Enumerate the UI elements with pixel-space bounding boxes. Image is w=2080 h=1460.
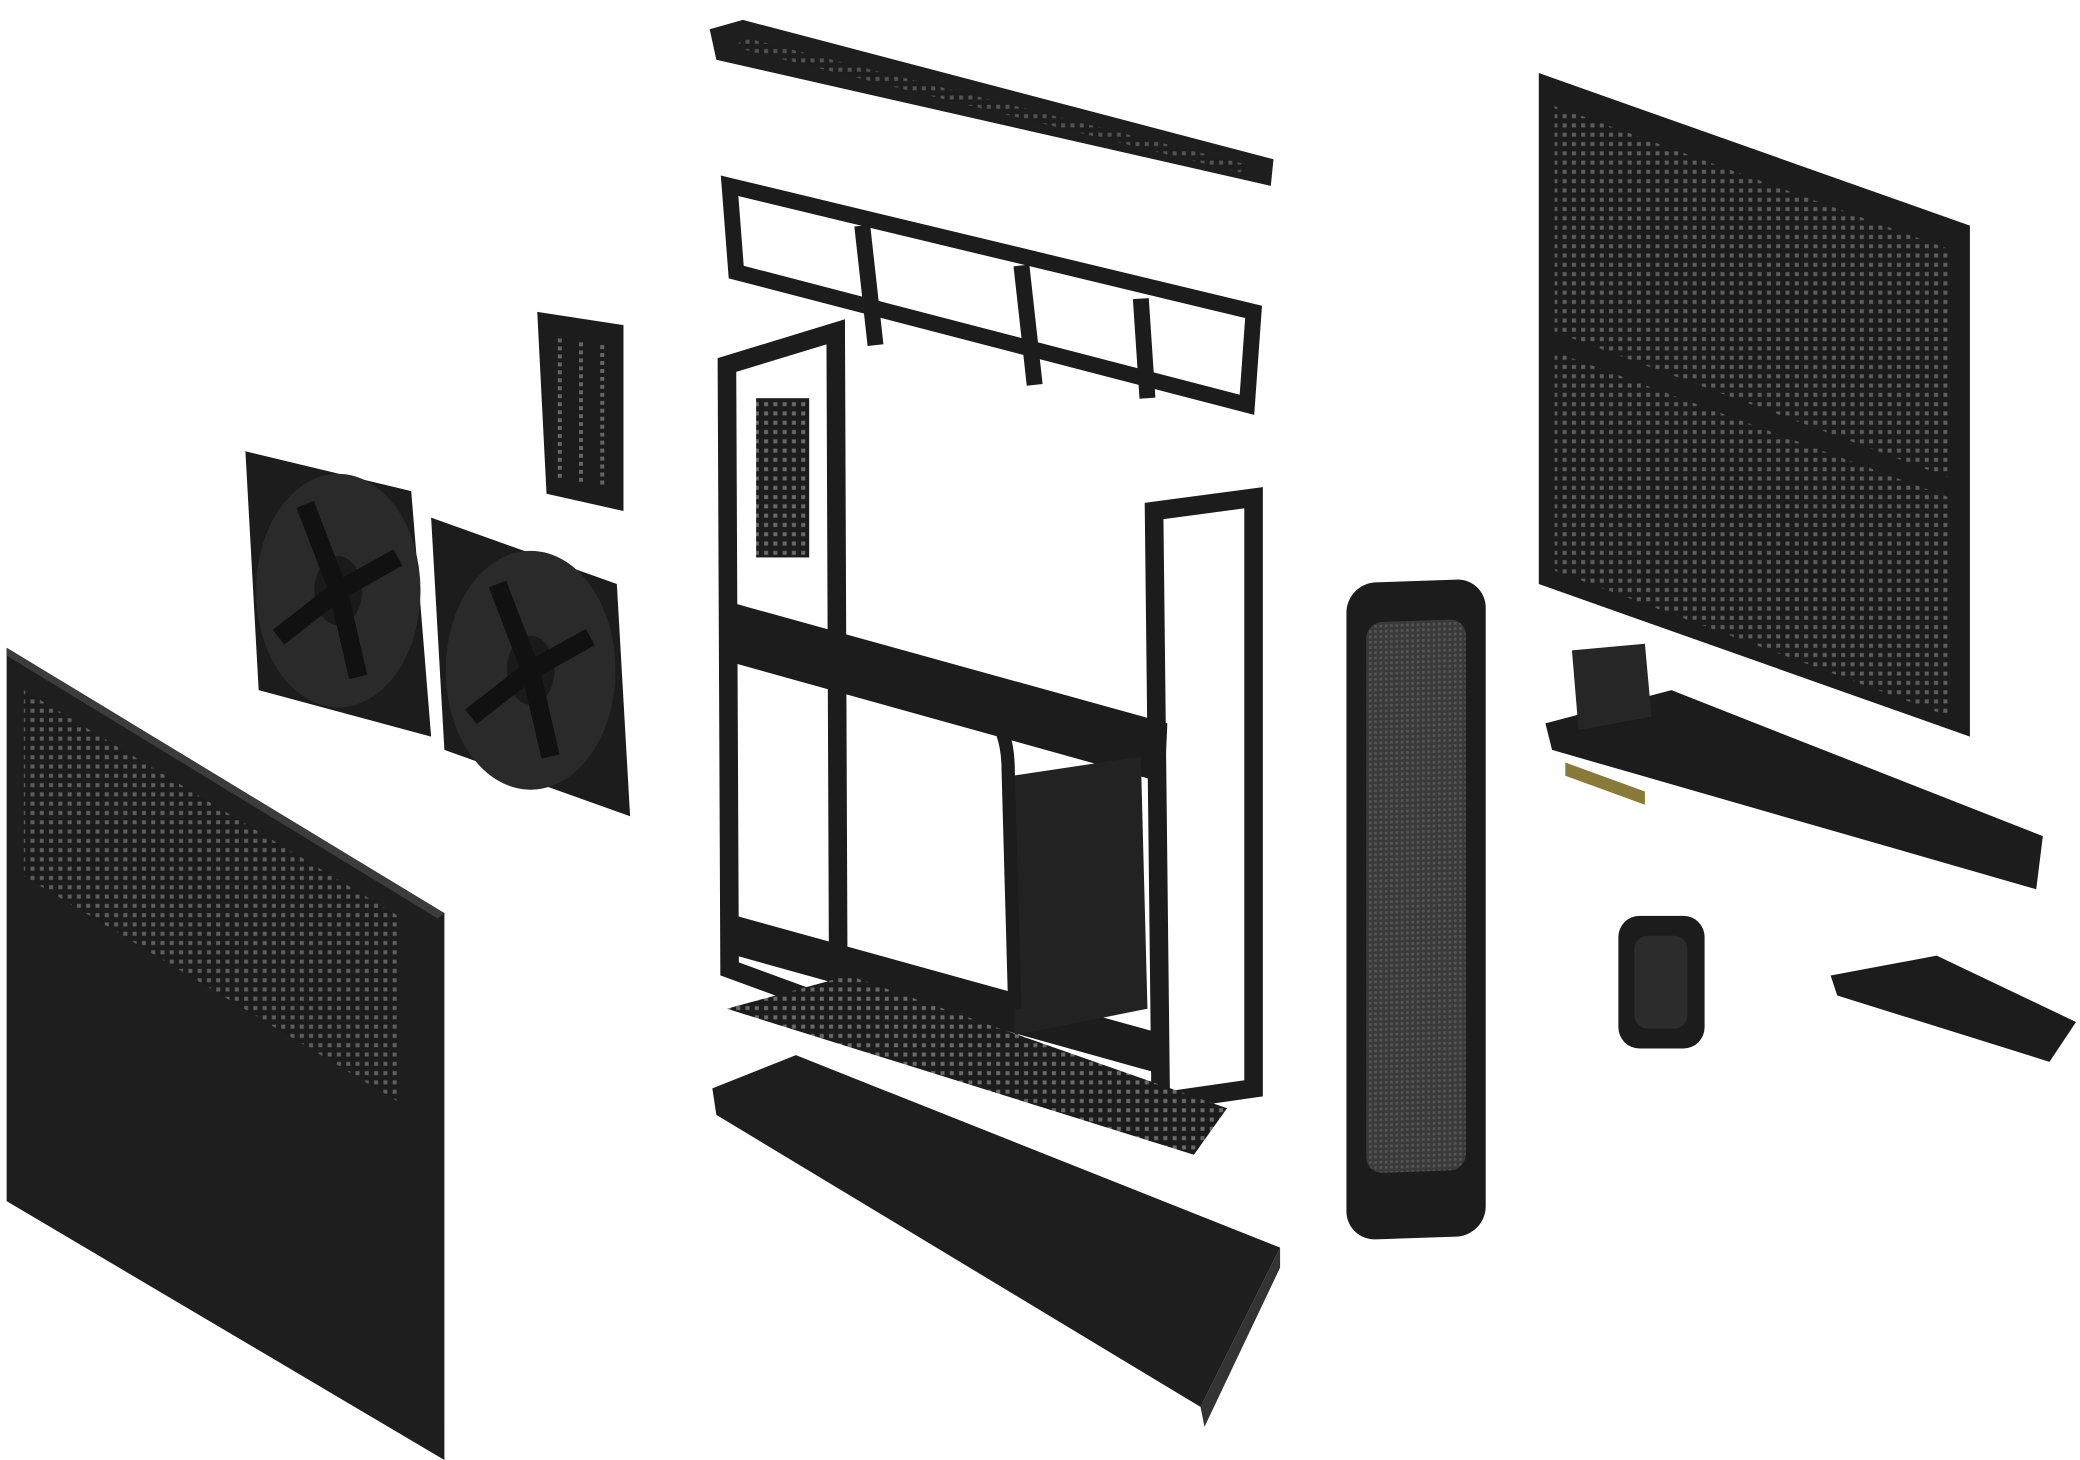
riser-bracket-icon bbox=[1545, 643, 2043, 890]
small-bracket-icon bbox=[1830, 955, 2077, 1062]
small-block-icon bbox=[1618, 915, 1705, 1049]
base-stand-icon bbox=[712, 975, 1281, 1427]
top-panel-icon bbox=[709, 19, 1274, 186]
chassis-frame-icon bbox=[717, 319, 1263, 1113]
right-side-panel-icon bbox=[1538, 73, 1970, 737]
fan-icon bbox=[431, 517, 631, 817]
dust-filter-icon bbox=[1346, 579, 1486, 1240]
left-side-panel-icon bbox=[6, 647, 445, 1460]
fan-icon bbox=[245, 451, 432, 737]
pci-bracket-icon bbox=[537, 311, 624, 511]
top-bracket-icon bbox=[720, 175, 1262, 415]
